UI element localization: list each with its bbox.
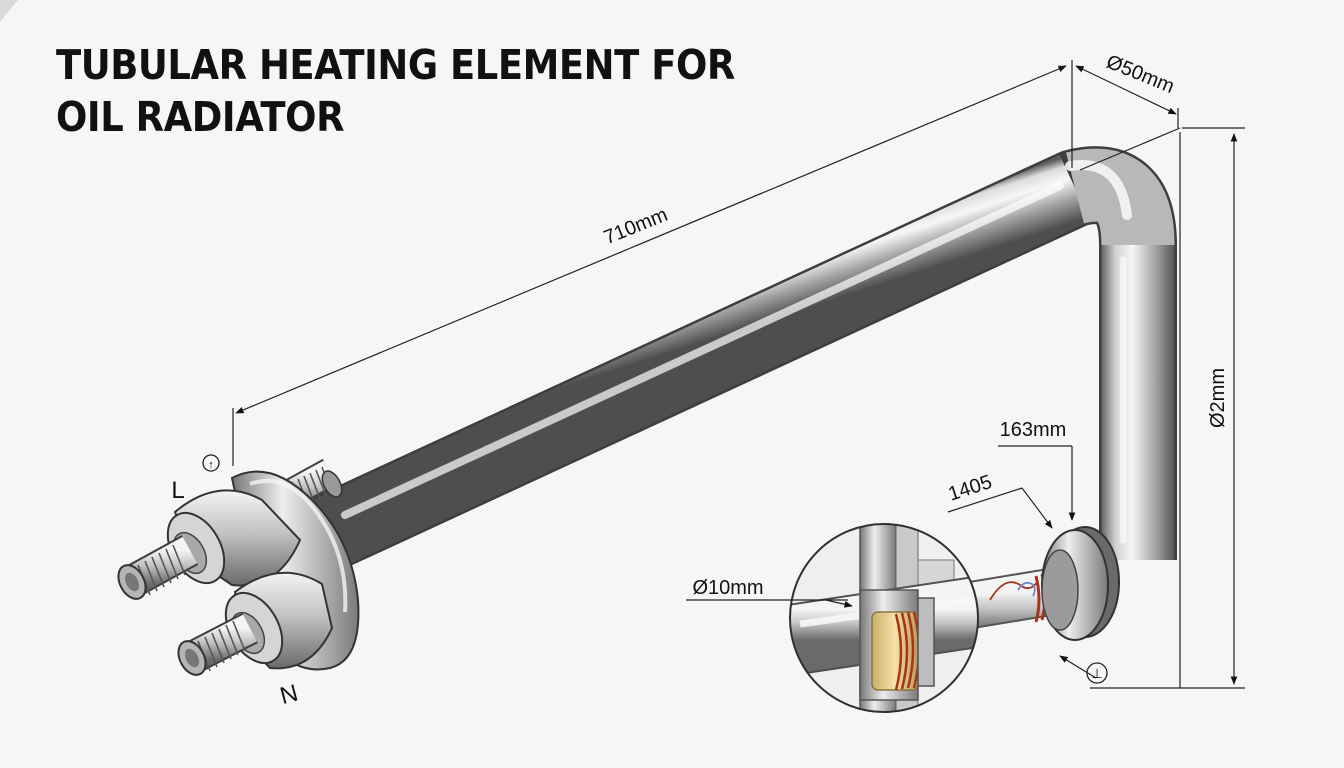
marker-bottom-icon: ⊥ [1086, 662, 1108, 684]
dim-wire-diameter-label: Ø10mm [692, 577, 763, 599]
boss-N [177, 571, 334, 676]
dim-length-label: 710mm [601, 204, 671, 249]
marker-top-icon: ↑ [202, 454, 220, 472]
dim-inner-2-label: 1405 [946, 471, 995, 506]
dim-height-label: Ø2mm [1207, 368, 1229, 428]
dim-diameter-line [1075, 65, 1177, 115]
boss-L [117, 489, 302, 600]
terminal-N-label: N [277, 679, 301, 710]
dim-length-line [235, 65, 1067, 414]
corner-fold [0, 0, 18, 22]
cutaway-detail [789, 523, 979, 713]
svg-text:↑: ↑ [208, 459, 214, 471]
terminal-L-label: L [171, 477, 184, 504]
dimension-lines [232, 60, 1245, 689]
svg-text:⊥: ⊥ [1091, 666, 1102, 681]
dim-inner-1-label: 163mm [1000, 419, 1067, 441]
dim-diameter-label: Ø50mm [1103, 51, 1177, 98]
tube [288, 146, 1177, 580]
terminal-assembly [117, 458, 360, 676]
